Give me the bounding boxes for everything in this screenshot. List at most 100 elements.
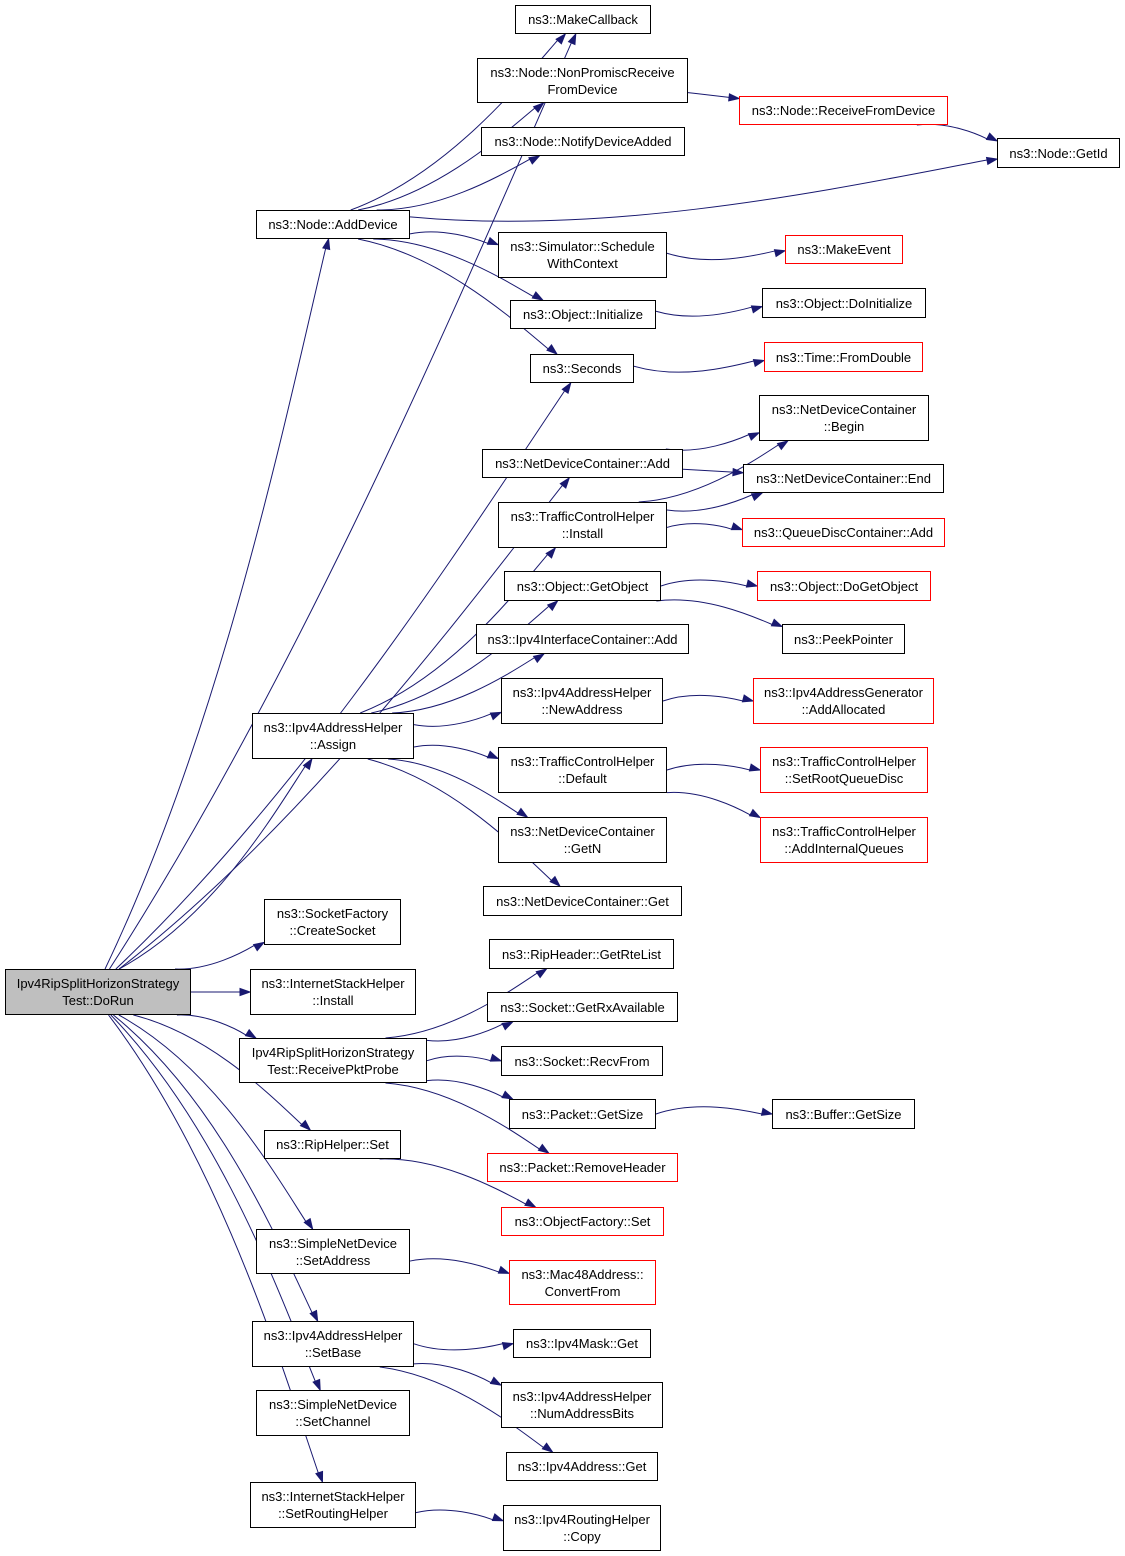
node-recvfrom[interactable]: ns3::Socket::RecvFrom bbox=[501, 1046, 663, 1076]
node-getid[interactable]: ns3::Node::GetId bbox=[997, 138, 1120, 168]
node-ndcend[interactable]: ns3::NetDeviceContainer::End bbox=[743, 464, 944, 493]
node-receivepktprobe[interactable]: Ipv4RipSplitHorizonStrategy Test::Receiv… bbox=[239, 1038, 427, 1083]
node-ndcadd[interactable]: ns3::NetDeviceContainer::Add bbox=[482, 449, 683, 478]
node-addinternalqueues[interactable]: ns3::TrafficControlHelper ::AddInternalQ… bbox=[760, 817, 928, 863]
arrowhead-packetgetsize-to-buffergetsize bbox=[760, 1107, 774, 1116]
node-fromdouble[interactable]: ns3::Time::FromDouble bbox=[764, 342, 923, 372]
node-getrtelist[interactable]: ns3::RipHeader::GetRteList bbox=[489, 939, 674, 969]
node-schedulewithcontext[interactable]: ns3::Simulator::Schedule WithContext bbox=[498, 232, 667, 278]
edge-tchinstall-to-qdcadd bbox=[666, 523, 733, 530]
arrowhead-tchinstall-to-ndcend bbox=[750, 492, 764, 502]
edge-adddevice-to-seconds bbox=[357, 238, 549, 350]
edge-root-to-riphelperset bbox=[133, 1014, 303, 1125]
node-dogetobject[interactable]: ns3::Object::DoGetObject bbox=[757, 571, 931, 601]
node-ndcgetn[interactable]: ns3::NetDeviceContainer ::GetN bbox=[498, 817, 667, 863]
arrowhead-adddevice-to-getid bbox=[985, 156, 999, 166]
node-packetgetsize[interactable]: ns3::Packet::GetSize bbox=[509, 1099, 656, 1129]
arrowhead-newaddress-to-addallocated bbox=[741, 694, 755, 703]
node-seconds[interactable]: ns3::Seconds bbox=[530, 354, 634, 383]
node-objinitialize[interactable]: ns3::Object::Initialize bbox=[510, 300, 656, 329]
node-qdcadd[interactable]: ns3::QueueDiscContainer::Add bbox=[742, 518, 945, 547]
edge-receivefromdevice-to-getid bbox=[916, 123, 988, 140]
node-adddevice[interactable]: ns3::Node::AddDevice bbox=[256, 210, 410, 239]
node-setroutinghelper[interactable]: ns3::InternetStackHelper ::SetRoutingHel… bbox=[250, 1482, 416, 1528]
arrowhead-tchinstall-to-ndcbegin bbox=[776, 440, 790, 451]
arrowhead-receivepktprobe-to-getrxavailable bbox=[501, 1021, 514, 1031]
node-nonpromisc[interactable]: ns3::Node::NonPromiscReceive FromDevice bbox=[477, 58, 688, 103]
arrowhead-adddevice-to-notifydeviceadded bbox=[528, 155, 541, 165]
edge-assign-to-ipv4icadd bbox=[392, 657, 535, 714]
node-ishinstall[interactable]: ns3::InternetStackHelper ::Install bbox=[250, 969, 416, 1015]
node-buffergetsize[interactable]: ns3::Buffer::GetSize bbox=[772, 1099, 915, 1129]
node-objectfactoryset[interactable]: ns3::ObjectFactory::Set bbox=[501, 1207, 664, 1236]
edge-ndcadd-to-ndcend bbox=[682, 468, 734, 473]
arrowhead-receivepktprobe-to-removeheader bbox=[537, 1143, 550, 1154]
arrowhead-root-to-makecallback bbox=[567, 32, 577, 46]
arrowhead-root-to-riphelperset bbox=[299, 1119, 312, 1132]
arrowhead-root-to-ishinstall bbox=[239, 987, 252, 997]
node-root: Ipv4RipSplitHorizonStrategy Test::DoRun bbox=[5, 969, 191, 1015]
arrowhead-adddevice-to-seconds bbox=[546, 344, 559, 355]
edge-root-to-setbase bbox=[113, 1014, 313, 1313]
node-tchinstall[interactable]: ns3::TrafficControlHelper ::Install bbox=[498, 502, 667, 548]
edge-adddevice-to-schedulewithcontext bbox=[409, 231, 489, 244]
edge-tchinstall-to-ndcbegin bbox=[638, 444, 779, 503]
node-makeevent[interactable]: ns3::MakeEvent bbox=[785, 235, 903, 264]
arrowhead-assign-to-ndcgetn bbox=[516, 807, 529, 818]
edge-objinitialize-to-doinitialize bbox=[655, 306, 753, 317]
arrowhead-root-to-setroutinghelper bbox=[315, 1470, 324, 1484]
node-ipv4maskget[interactable]: ns3::Ipv4Mask::Get bbox=[513, 1329, 651, 1358]
node-getrxavailable[interactable]: ns3::Socket::GetRxAvailable bbox=[487, 992, 678, 1022]
arrowhead-setbase-to-ipv4addressget bbox=[541, 1442, 554, 1453]
node-makecallback[interactable]: ns3::MakeCallback bbox=[515, 5, 651, 34]
node-ndcget[interactable]: ns3::NetDeviceContainer::Get bbox=[483, 886, 682, 916]
node-tchdefault[interactable]: ns3::TrafficControlHelper ::Default bbox=[498, 747, 667, 793]
edge-setbase-to-numaddressbits bbox=[413, 1362, 492, 1384]
node-riphelperset[interactable]: ns3::RipHelper::Set bbox=[264, 1130, 401, 1159]
edge-assign-to-ndcget bbox=[367, 758, 552, 881]
arrowhead-nonpromisc-to-receivefromdevice bbox=[728, 93, 741, 102]
edge-nonpromisc-to-receivefromdevice bbox=[687, 92, 730, 98]
edge-setbase-to-ipv4maskget bbox=[413, 1343, 504, 1351]
node-createsocket[interactable]: ns3::SocketFactory ::CreateSocket bbox=[264, 899, 401, 945]
arrowhead-adddevice-to-makecallback bbox=[555, 32, 567, 45]
edge-getobject-to-dogetobject bbox=[660, 579, 748, 587]
node-setbase[interactable]: ns3::Ipv4AddressHelper ::SetBase bbox=[252, 1321, 414, 1367]
arrowhead-root-to-createsocket bbox=[252, 941, 266, 952]
arrowhead-getobject-to-dogetobject bbox=[745, 579, 759, 588]
node-receivefromdevice[interactable]: ns3::Node::ReceiveFromDevice bbox=[739, 96, 948, 125]
edge-schedulewithcontext-to-makeevent bbox=[666, 250, 776, 261]
arrowhead-ndcadd-to-ndcbegin bbox=[747, 432, 761, 441]
arrowhead-receivepktprobe-to-packetgetsize bbox=[501, 1090, 514, 1100]
edge-root-to-createsocket bbox=[175, 944, 255, 970]
node-convertfrom[interactable]: ns3::Mac48Address:: ConvertFrom bbox=[509, 1260, 656, 1305]
node-setchannel[interactable]: ns3::SimpleNetDevice ::SetChannel bbox=[256, 1390, 410, 1436]
node-assign[interactable]: ns3::Ipv4AddressHelper ::Assign bbox=[252, 713, 414, 759]
edge-tchinstall-to-ndcend bbox=[666, 494, 753, 512]
node-addallocated[interactable]: ns3::Ipv4AddressGenerator ::AddAllocated bbox=[753, 678, 934, 724]
arrowhead-schedulewithcontext-to-makeevent bbox=[773, 249, 787, 258]
edge-root-to-assign bbox=[118, 766, 306, 970]
node-removeheader[interactable]: ns3::Packet::RemoveHeader bbox=[487, 1153, 678, 1182]
arrowhead-adddevice-to-nonpromisc bbox=[532, 102, 545, 113]
edge-adddevice-to-objinitialize bbox=[373, 238, 534, 298]
arrowhead-assign-to-ipv4icadd bbox=[532, 653, 546, 664]
node-ipv4icadd[interactable]: ns3::Ipv4InterfaceContainer::Add bbox=[476, 624, 689, 654]
node-ipv4addressget[interactable]: ns3::Ipv4Address::Get bbox=[506, 1452, 658, 1481]
node-peekpointer[interactable]: ns3::PeekPointer bbox=[782, 624, 905, 654]
arrowhead-root-to-ndcadd bbox=[559, 476, 571, 489]
node-newaddress[interactable]: ns3::Ipv4AddressHelper ::NewAddress bbox=[501, 678, 663, 724]
node-setaddress[interactable]: ns3::SimpleNetDevice ::SetAddress bbox=[256, 1229, 410, 1274]
edge-tchdefault-to-setrootqueuedisc bbox=[666, 763, 751, 771]
node-doinitialize[interactable]: ns3::Object::DoInitialize bbox=[762, 288, 926, 318]
node-notifydeviceadded[interactable]: ns3::Node::NotifyDeviceAdded bbox=[481, 127, 685, 156]
arrowhead-root-to-setaddress bbox=[303, 1217, 314, 1231]
node-setrootqueuedisc[interactable]: ns3::TrafficControlHelper ::SetRootQueue… bbox=[760, 747, 928, 793]
node-getobject[interactable]: ns3::Object::GetObject bbox=[504, 571, 661, 601]
node-numaddressbits[interactable]: ns3::Ipv4AddressHelper ::NumAddressBits bbox=[501, 1382, 663, 1428]
arrowhead-root-to-setchannel bbox=[312, 1378, 321, 1392]
edge-adddevice-to-getid bbox=[409, 159, 988, 222]
arrowhead-root-to-setbase bbox=[309, 1309, 319, 1323]
node-routinghelpercopy[interactable]: ns3::Ipv4RoutingHelper ::Copy bbox=[503, 1505, 661, 1551]
node-ndcbegin[interactable]: ns3::NetDeviceContainer ::Begin bbox=[759, 395, 929, 441]
